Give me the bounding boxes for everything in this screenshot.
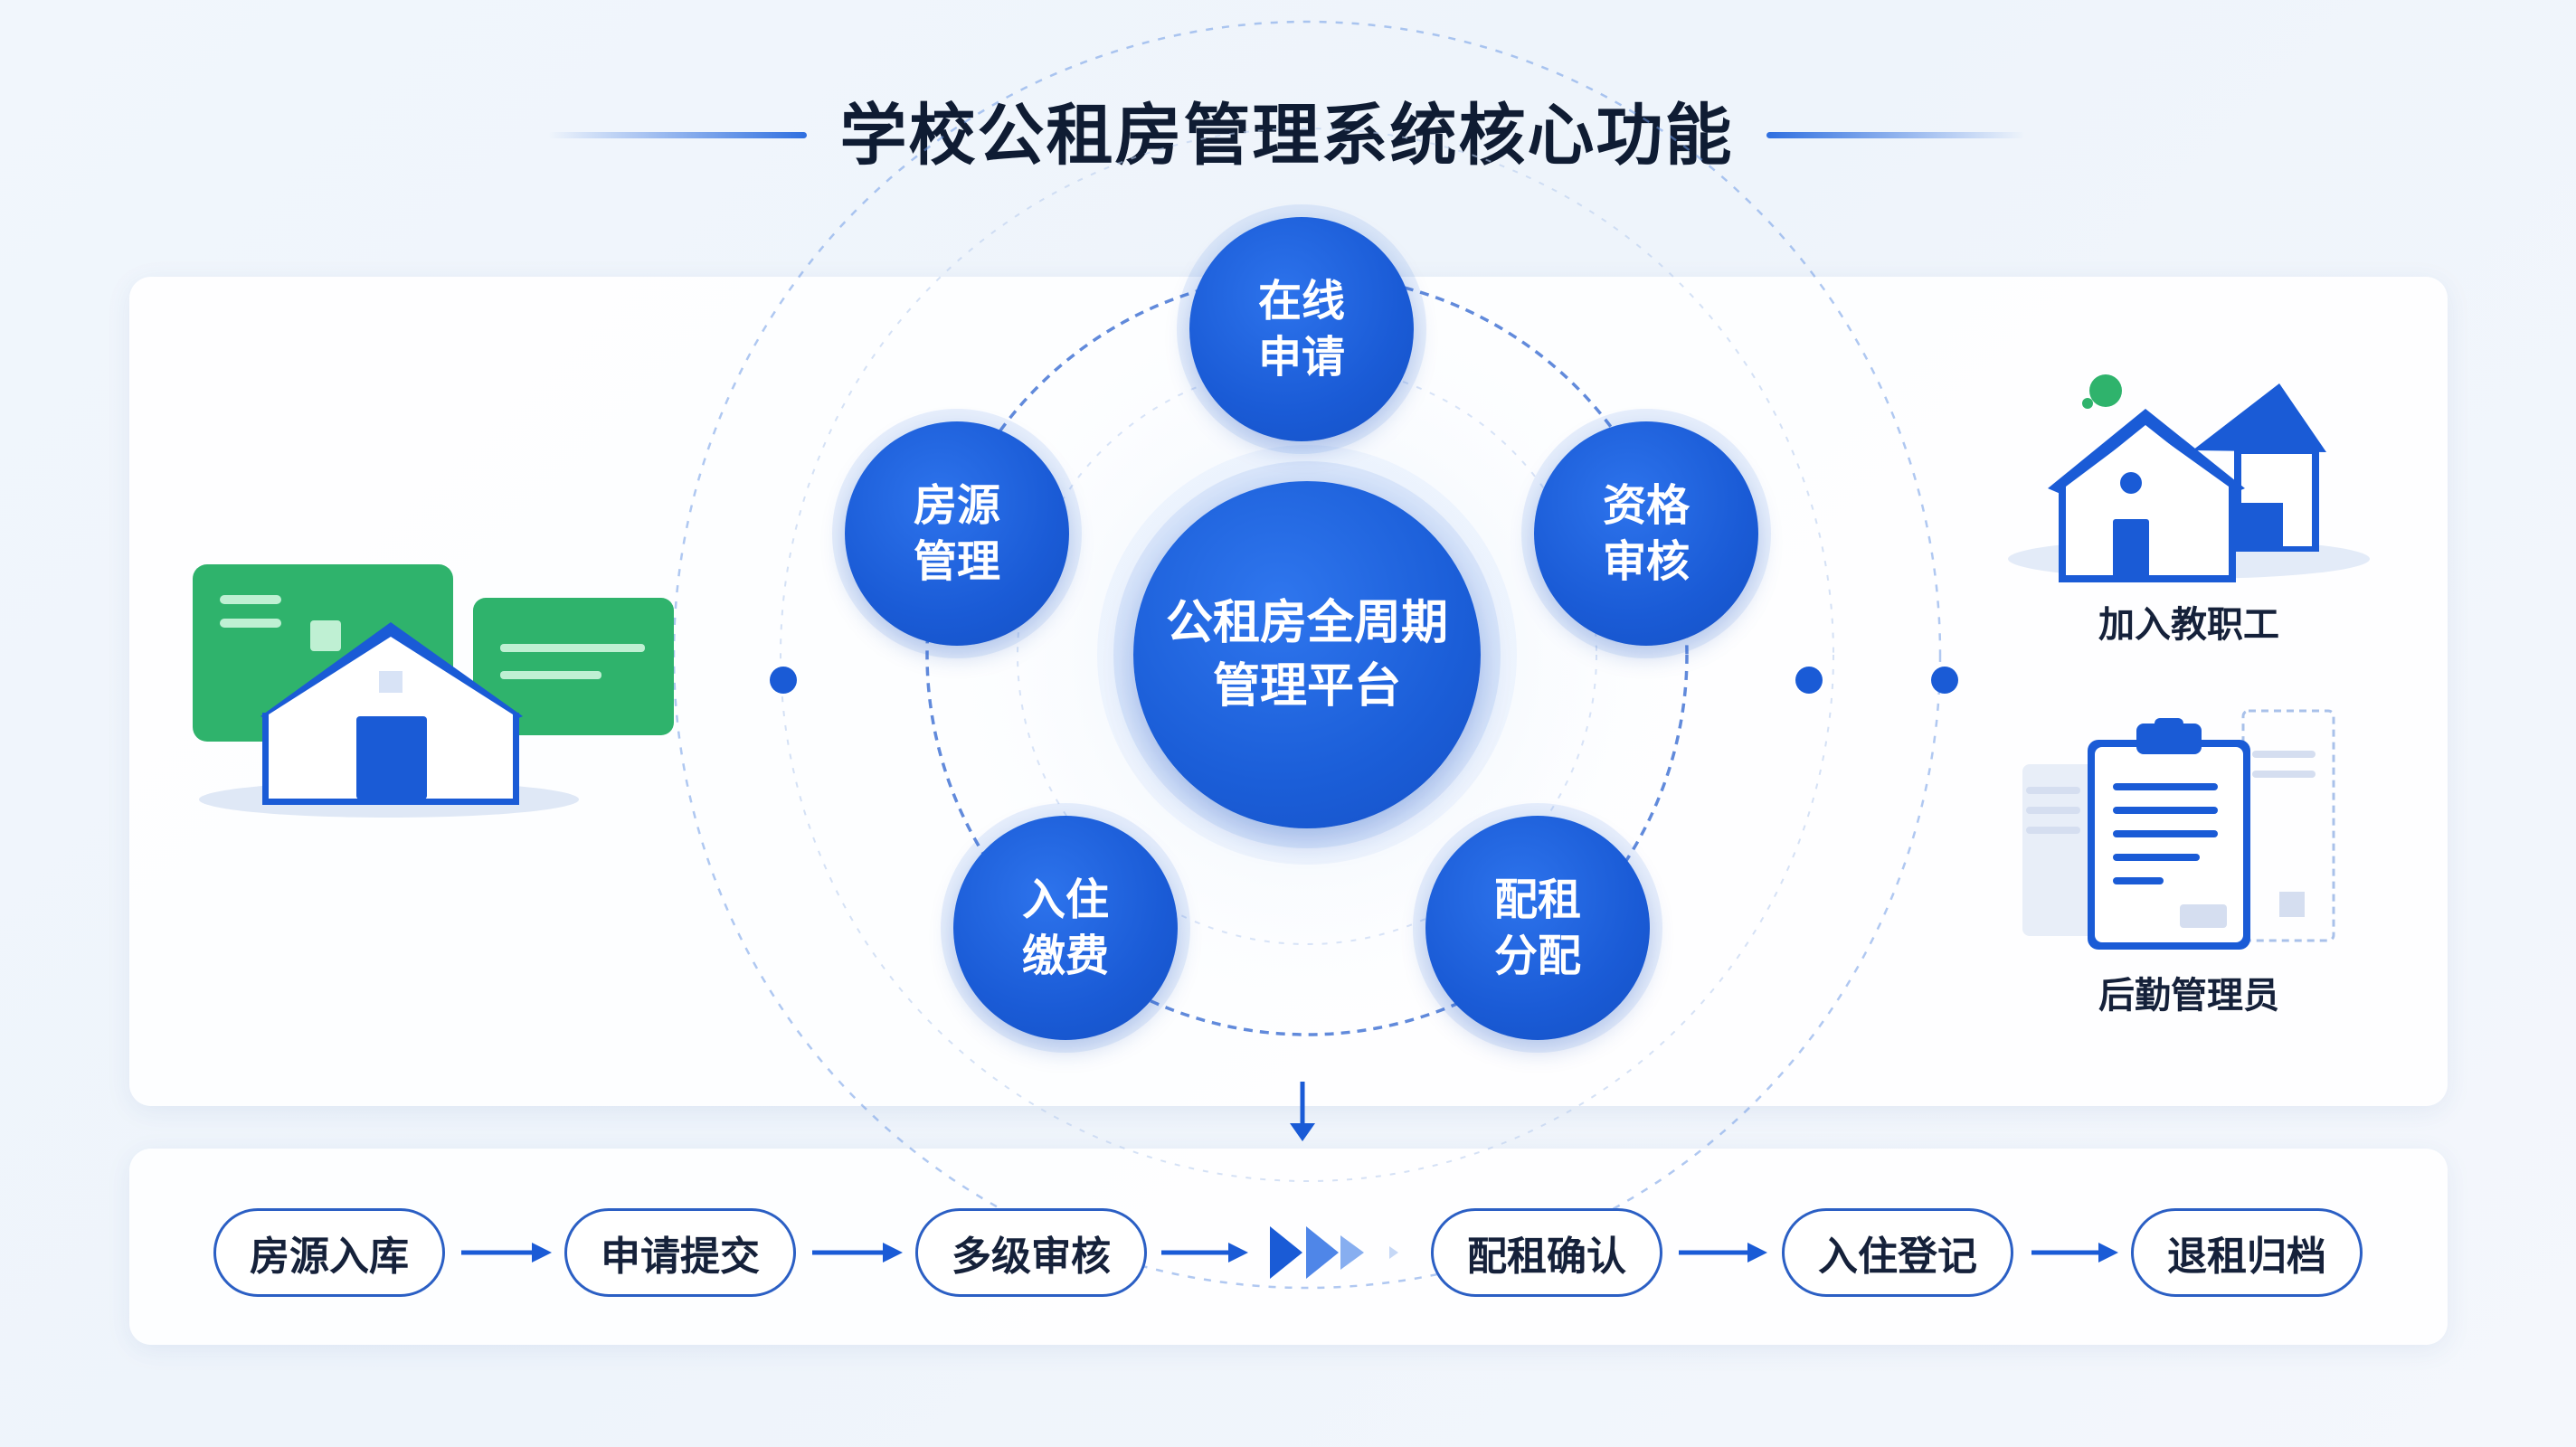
function-label-qualification-review: 资格 审核 [1602, 479, 1690, 587]
process-step[interactable]: 多级审核 [915, 1208, 1147, 1297]
role-label-join-staff: 加入教职工 [2098, 604, 2279, 646]
function-label-housing-management: 房源 管理 [913, 479, 1000, 587]
process-step[interactable]: 房源入库 [213, 1208, 445, 1297]
process-step-label: 多级审核 [952, 1234, 1111, 1280]
process-step-label: 退租归档 [2167, 1234, 2326, 1280]
process-chevrons [1270, 1226, 1398, 1279]
process-step[interactable]: 配租确认 [1431, 1208, 1662, 1297]
center-platform-label: 公租房全周期 管理平台 [1165, 595, 1448, 714]
title-decor-line-right [1766, 132, 2025, 138]
function-node-qualification-review[interactable]: 资格 审核 [1534, 421, 1758, 646]
process-step-label: 申请提交 [601, 1234, 760, 1280]
inner-dashed-ring [925, 273, 1689, 1036]
process-step[interactable]: 申请提交 [564, 1208, 796, 1297]
process-step-label: 入住登记 [1818, 1234, 1977, 1280]
ring-dot-right-inner [1795, 667, 1823, 694]
function-label-checkin-payment: 入住 缴费 [1021, 874, 1109, 981]
role-label-logistics-admin: 后勤管理员 [2098, 975, 2279, 1017]
ring-dot-right-outer [1931, 667, 1958, 694]
function-label-online-apply: 在线 申请 [1257, 275, 1345, 383]
function-node-checkin-payment[interactable]: 入住 缴费 [953, 816, 1178, 1040]
staff-house-illustration [2008, 374, 2370, 582]
down-arrow-icon [1290, 1082, 1315, 1141]
process-arrows [461, 1243, 2118, 1263]
page-title: 学校公租房管理系统核心功能 [839, 97, 1734, 175]
process-step[interactable]: 入住登记 [1782, 1208, 2013, 1297]
function-node-online-apply[interactable]: 在线 申请 [1189, 217, 1414, 441]
function-node-rent-allocation[interactable]: 配租 分配 [1425, 816, 1650, 1040]
function-node-housing-management[interactable]: 房源 管理 [845, 421, 1069, 646]
process-step-label: 房源入库 [250, 1234, 409, 1280]
process-step[interactable]: 退租归档 [2131, 1208, 2363, 1297]
process-step-label: 配租确认 [1467, 1234, 1626, 1280]
middle-dashed-ring [780, 128, 1834, 1182]
housing-illustration [193, 564, 674, 818]
center-platform-node: 公租房全周期 管理平台 [1133, 481, 1481, 828]
title-row: 学校公租房管理系统核心功能 [0, 63, 2576, 208]
function-label-rent-allocation: 配租 分配 [1493, 874, 1581, 981]
clipboard-illustration [2022, 709, 2335, 950]
title-decor-line-left [548, 132, 807, 138]
ring-dot-left [770, 667, 797, 694]
